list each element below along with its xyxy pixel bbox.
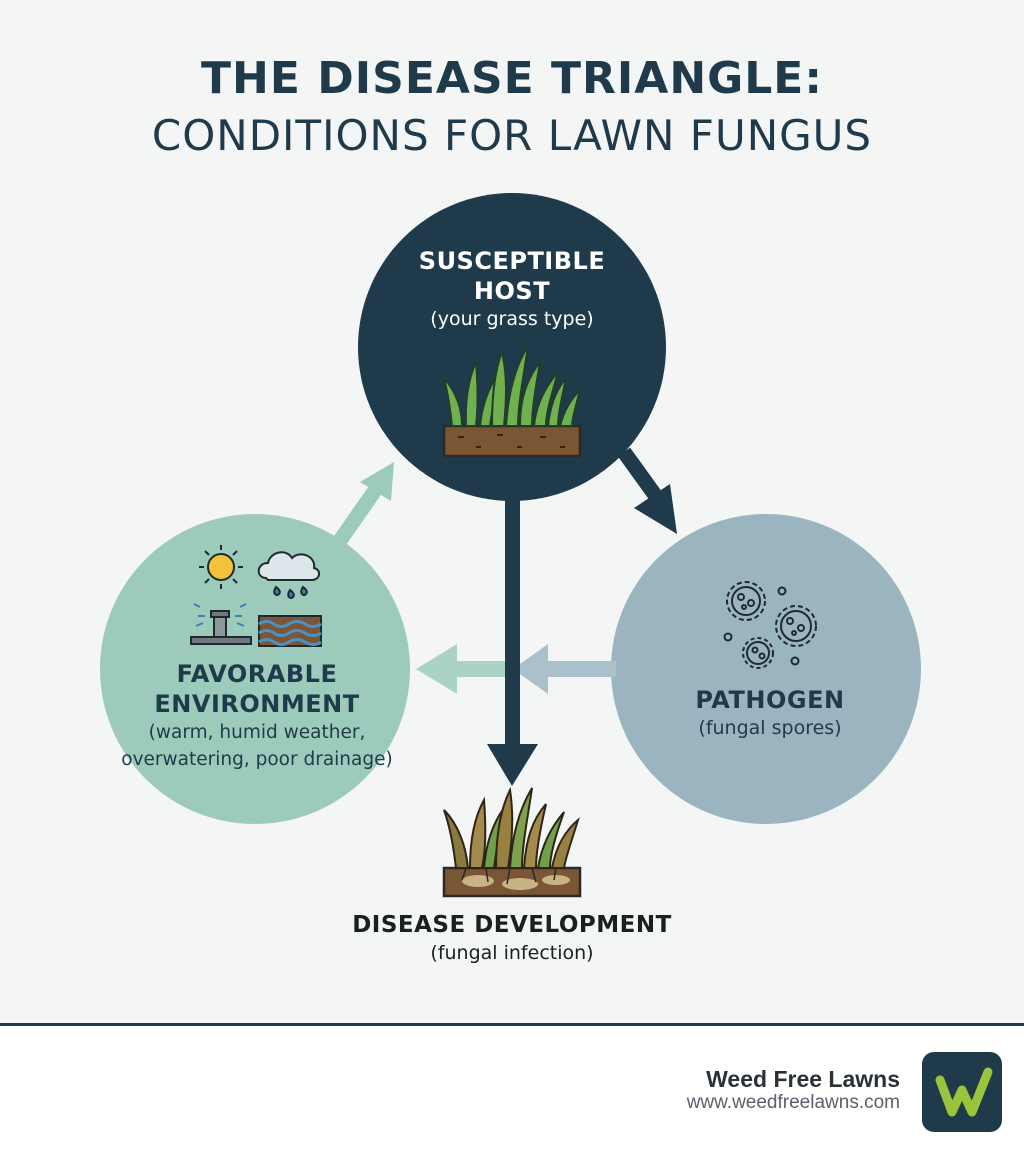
weed-free-lawns-logo-icon [922, 1052, 1002, 1132]
pathogen-circle [611, 514, 921, 824]
rain-cloud-icon [257, 551, 320, 599]
footer-divider [0, 1023, 1024, 1026]
pathogen-title: PATHOGEN [695, 686, 845, 714]
footer: Weed Free Lawns www.weedfreelawns.com [0, 1026, 1024, 1154]
fungal-spores-icon [723, 581, 817, 669]
arrow-environment-to-host [332, 462, 394, 547]
host-subtitle: (your grass type) [430, 308, 594, 330]
disease-subtitle: (fungal infection) [430, 942, 594, 964]
title-line-1: THE DISEASE TRIANGLE: [201, 53, 823, 104]
environment-circle [100, 514, 410, 824]
host-title: SUSCEPTIBLE HOST [418, 247, 606, 305]
pathogen-subtitle: (fungal spores) [698, 717, 842, 739]
pathogen-label: PATHOGEN (fungal spores) [640, 685, 900, 741]
grass-soil-icon [442, 345, 582, 458]
environment-subtitle: (warm, humid weather, overwatering, poor… [121, 722, 393, 770]
page-title: THE DISEASE TRIANGLE: CONDITIONS FOR LAW… [0, 50, 1024, 164]
sprinkler-icon [190, 603, 252, 645]
diseased-grass-icon [442, 786, 582, 898]
environment-title: FAVORABLE ENVIRONMENT [154, 660, 360, 718]
arrow-host-to-disease [487, 500, 538, 786]
disease-label: DISEASE DEVELOPMENT (fungal infection) [312, 910, 712, 966]
water-soil-icon [258, 615, 322, 647]
arrow-pathogen-to-environment [416, 644, 616, 694]
environment-label: FAVORABLE ENVIRONMENT (warm, humid weath… [120, 659, 394, 773]
disease-triangle-diagram [100, 193, 921, 898]
title-line-2: CONDITIONS FOR LAWN FUNGUS [151, 111, 873, 160]
arrow-host-to-pathogen [617, 447, 677, 534]
host-circle [358, 193, 666, 501]
host-label: SUSCEPTIBLE HOST (your grass type) [380, 246, 644, 332]
sun-icon [199, 545, 243, 589]
brand-name: Weed Free Lawns [706, 1066, 900, 1092]
brand-url[interactable]: www.weedfreelawns.com [686, 1092, 900, 1113]
disease-title: DISEASE DEVELOPMENT [352, 912, 672, 938]
